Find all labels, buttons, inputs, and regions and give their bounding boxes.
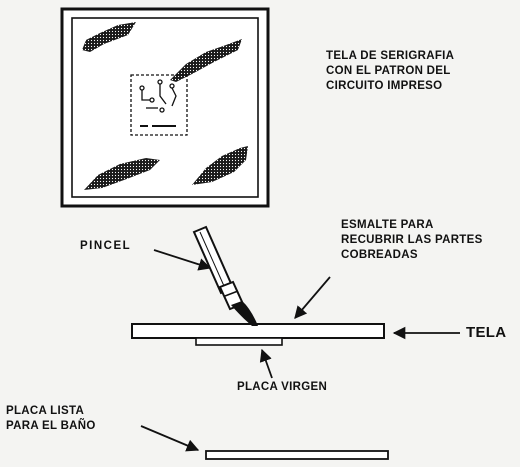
label-enamel: ESMALTE PARA RECUBRIR LAS PARTES COBREAD… <box>341 218 483 263</box>
label-screen-line-1: TELA DE SERIGRAFIA <box>326 50 455 62</box>
arrow-esmalte <box>294 276 331 319</box>
arrow-placa-lista <box>140 425 200 452</box>
screen-frame <box>60 7 270 208</box>
ready-board <box>205 450 389 460</box>
circuit-pattern <box>130 74 188 136</box>
label-enamel-line-1: ESMALTE PARA <box>341 219 434 231</box>
label-blank-board: PLACA VIRGEN <box>237 381 328 393</box>
screen-shade-top-right <box>170 39 242 82</box>
brush-icon <box>192 225 258 326</box>
label-screen-line-3: CIRCUITO IMPRESO <box>326 80 443 92</box>
label-screen: TELA DE SERIGRAFIA CON EL PATRON DEL CIR… <box>326 49 454 94</box>
label-ready-board: PLACA LISTA PARA EL BAÑO <box>6 404 96 434</box>
label-enamel-line-2: RECUBRIR LAS PARTES <box>341 234 483 246</box>
label-brush: PINCEL <box>80 240 132 252</box>
label-ready-board-line-1: PLACA LISTA <box>6 405 85 417</box>
label-screen-line-2: CON EL PATRON DEL <box>326 65 451 77</box>
blank-board-under-screen <box>195 337 283 346</box>
tela-board <box>131 323 385 346</box>
arrow-placa-virgen <box>259 348 273 379</box>
label-enamel-line-3: COBREADAS <box>341 249 418 261</box>
circuit-traces <box>139 79 177 127</box>
arrow-pincel <box>153 249 212 271</box>
label-tela: TELA <box>466 324 507 341</box>
label-ready-board-line-2: PARA EL BAÑO <box>6 420 96 432</box>
screen-shade-top-left <box>82 22 136 52</box>
screen-shade-bottom-right <box>192 146 248 185</box>
screen-shade-bottom-left <box>84 158 160 190</box>
annotation-arrows <box>140 249 460 452</box>
